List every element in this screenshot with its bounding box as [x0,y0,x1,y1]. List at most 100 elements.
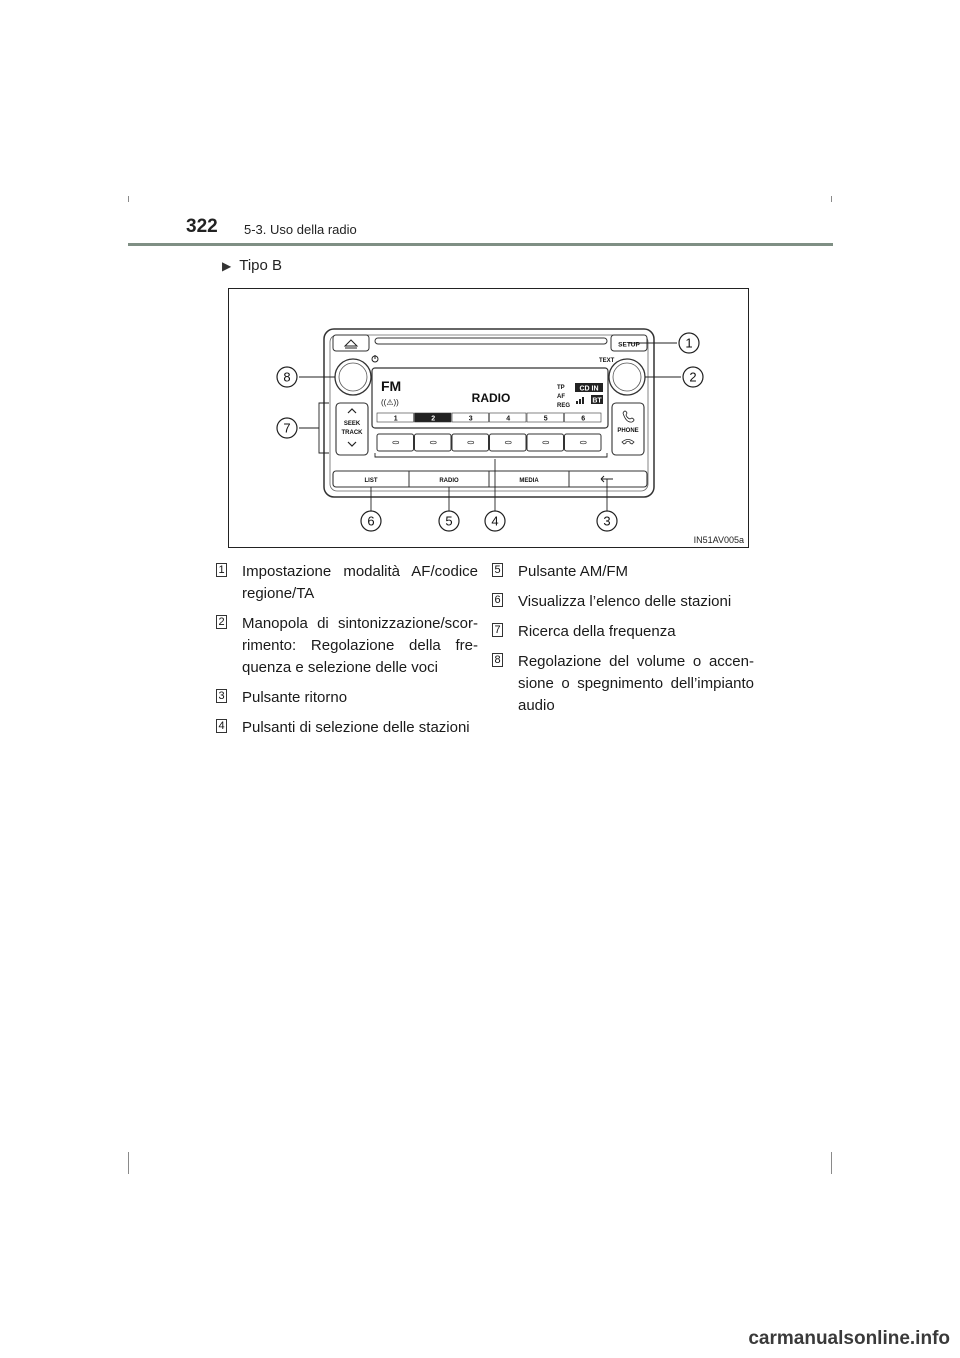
indicator-tp: TP [557,385,565,391]
callout-circle [596,510,618,532]
callout-number: 3 [603,514,610,529]
chevron-down-icon [347,441,357,447]
subheading-text: Tipo B [239,257,283,274]
callout-number: 2 [689,370,696,385]
subheading: ▶ Tipo B [222,257,282,274]
legend-right-column: 5 Pulsante AM/FM 6 Visualizza l’elenco d… [492,561,754,725]
legend-item: 4 Pulsanti di selezione delle stazioni [216,717,478,739]
cd-slot [374,337,608,345]
radio-panel-figure: SETUP TEXT FM ((⚠)) RADIO TP AF REG CD I… [228,288,749,548]
legend-item: 2 Manopola di sintonizzazione/scor-rimen… [216,613,478,679]
crop-mark [831,196,832,202]
legend-text: Ricerca della frequenza [518,623,676,640]
figure-code: IN51AV005a [694,535,744,545]
legend-number: 8 [492,653,503,667]
page-number: 322 [186,216,218,237]
legend-number: 4 [216,719,227,733]
list-button-label: LIST [365,478,378,484]
callout-number: 6 [367,514,374,529]
preset-number: 6 [581,416,585,423]
legend-text: Visualizza l’elenco delle stazioni [518,593,732,610]
callout-circle [438,510,460,532]
callout-circle [276,366,298,388]
phone-label: PHONE [617,428,638,434]
callout-number: 8 [283,370,290,385]
callout-circle [360,510,382,532]
legend-item: 7 Ricerca della frequenza [492,621,754,643]
legend-left-column: 1 Impostazione modalità AF/codice region… [216,561,478,747]
callout-circle [678,332,700,354]
tune-scroll-knob [608,358,646,396]
legend-number: 7 [492,623,503,637]
preset-button [376,433,414,452]
bt-badge [591,395,603,404]
legend-text: Pulsante AM/FM [518,563,629,580]
preset-cell [376,412,414,423]
power-icon [371,355,379,363]
preset-button-mark-icon [429,440,437,445]
legend-text: Impostazione modalità AF/codice regione/… [242,563,478,602]
legend-number: 1 [216,563,227,577]
preset-number: 4 [506,416,510,423]
track-label: TRACK [342,430,364,436]
callout-lines [299,342,681,511]
preset-button [526,433,564,452]
preset-cell [451,412,489,423]
preset-number: 2 [431,416,435,423]
preset-button [451,433,489,452]
setup-label: SETUP [618,342,640,349]
preset-cell [414,412,452,423]
panel-inner-bezel [329,334,649,492]
chevron-up-icon [347,408,357,414]
preset-cell [489,412,527,423]
preset-button [414,433,452,452]
seek-label: SEEK [344,421,361,427]
cd-in-badge [575,383,603,392]
eject-icon [343,339,359,347]
callout-number: 5 [445,514,452,529]
crop-mark [128,196,129,202]
callout-markers: 1 2 3 4 5 6 7 8 [276,332,704,532]
callout-circle [682,366,704,388]
legend-item: 3 Pulsante ritorno [216,687,478,709]
phone-pickup-icon [622,410,635,423]
preset-number: 5 [544,416,548,423]
legend-number: 2 [216,615,227,629]
volume-knob [334,358,372,396]
header-rule [128,243,833,246]
phone-rocker: PHONE [611,402,645,456]
text-label: TEXT [599,358,615,364]
preset-button [564,433,602,452]
preset-cell [564,412,602,423]
display-band: FM [381,378,401,394]
bt-label: BT [592,398,602,405]
preset-number: 1 [394,416,398,423]
preset-buttons [376,433,602,452]
watermark-link[interactable]: carmanualsonline.info [748,1328,950,1349]
display-title: RADIO [472,391,511,405]
callout-circle [484,510,506,532]
seek-track-rocker: SEEK TRACK [335,402,369,456]
crop-mark [831,1152,832,1174]
legend-item: 5 Pulsante AM/FM [492,561,754,583]
preset-button-mark-icon [467,440,475,445]
callout-circle [276,417,298,439]
crop-mark [128,1152,129,1174]
callout-number: 4 [491,514,498,529]
legend-text: Regolazione del volume o accen-sione o s… [518,653,754,714]
media-button-label: MEDIA [519,478,539,484]
phone-hangup-icon [621,439,635,445]
legend-item: 8 Regolazione del volume o accen-sione o… [492,651,754,717]
section-title: 5-3. Uso della radio [244,222,357,237]
preset-button-mark-icon [542,440,550,445]
triangle-bullet-icon: ▶ [222,258,232,273]
preset-button-mark-icon [392,440,400,445]
preset-number: 3 [469,416,473,423]
rds-signal-icon: ((⚠)) [381,398,399,407]
signal-strength-icon [576,397,584,404]
eject-button [332,334,370,352]
legend-number: 5 [492,563,503,577]
callout-number: 7 [283,421,290,436]
indicator-af: AF [557,394,565,400]
preset-number-strip: 1 2 3 4 5 6 [376,412,602,423]
